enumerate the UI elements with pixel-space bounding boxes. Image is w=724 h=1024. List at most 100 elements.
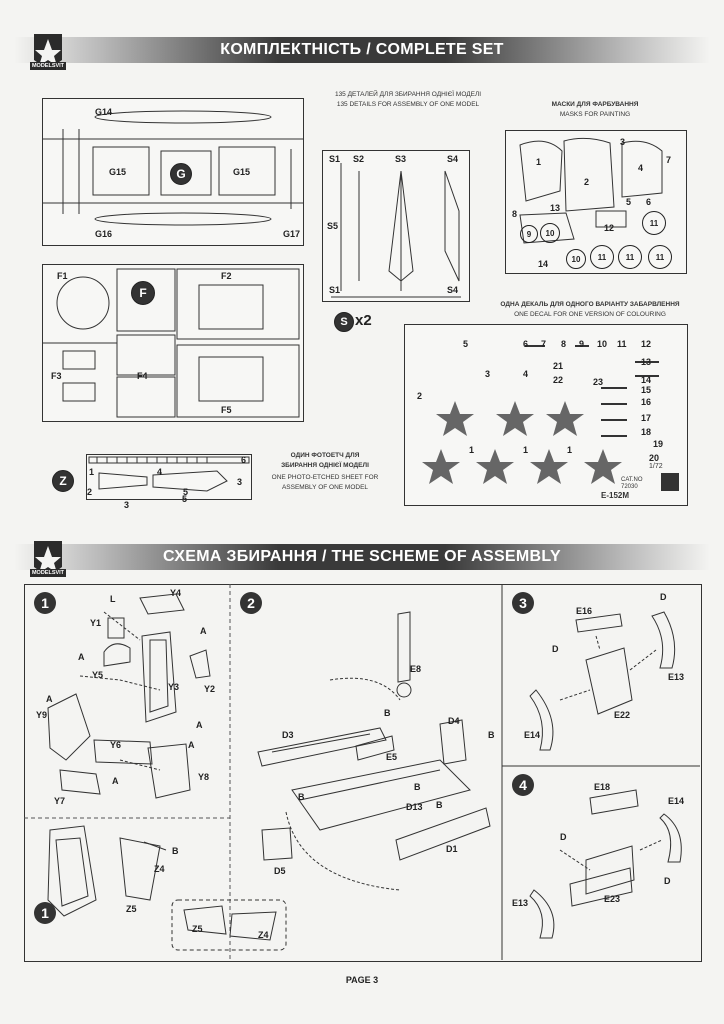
part-e5: E5	[386, 752, 398, 762]
sprue-f-badge: F	[131, 281, 155, 305]
mask-10b: 10	[566, 249, 586, 269]
pe-text-ua-1: ОДИН ФОТОЕТЧ ДЛЯ	[290, 452, 360, 459]
glue-b-2c: B	[298, 792, 305, 802]
decal-9: 9	[579, 339, 585, 349]
sprue-f-letter: F	[139, 286, 147, 300]
decal-20: 20	[649, 453, 660, 463]
glue-b-2a: B	[384, 708, 391, 718]
mask-11d: 11	[648, 245, 672, 269]
part-s4-top: S4	[447, 154, 459, 164]
decal-14: 14	[641, 375, 652, 385]
pe-part-3-right: 3	[237, 477, 243, 487]
part-g15-left: G15	[109, 167, 127, 177]
details-text-ua: 135 ДЕТАЛЕЙ ДЛЯ ЗБИРАННЯ ОДНІЄЇ МОДЕЛІ	[334, 91, 482, 98]
part-s1-top: S1	[329, 154, 341, 164]
decal-code: 72030	[621, 484, 638, 490]
part-e23: E23	[604, 894, 621, 904]
glue-b-2d: B	[414, 782, 421, 792]
part-s2: S2	[353, 154, 365, 164]
decal-aircraft-name: E-152M	[601, 491, 630, 500]
decal-4: 4	[523, 369, 529, 379]
part-f2: F2	[221, 271, 232, 281]
pe-badge: Z	[52, 470, 74, 492]
glue-b-2e: B	[436, 800, 443, 810]
decal-1c: 1	[567, 445, 573, 455]
decal-6: 6	[523, 339, 529, 349]
part-d4: D4	[448, 716, 460, 726]
part-y8: Y8	[198, 772, 210, 782]
glue-a-3: A	[46, 694, 53, 704]
glue-a-5: A	[112, 776, 119, 786]
assembly-frame	[24, 584, 702, 962]
part-e8: E8	[410, 664, 422, 674]
mask-10a: 10	[540, 223, 560, 243]
part-s1-bottom: S1	[329, 285, 341, 295]
decal-8: 8	[561, 339, 567, 349]
sprue-s-badge: S	[334, 312, 354, 332]
mask-4: 4	[638, 163, 644, 173]
mask-11d-num: 11	[655, 252, 665, 262]
step-4-num: 4	[519, 777, 527, 793]
decal-5: 5	[463, 339, 469, 349]
decal-scale: 1/72	[649, 463, 663, 470]
mask-10b-num: 10	[571, 254, 581, 264]
part-g14: G14	[95, 107, 113, 117]
part-s4-bottom: S4	[447, 285, 459, 295]
part-y7: Y7	[54, 796, 66, 806]
modelsvit-logo-bottom: MODELSVIT	[30, 537, 66, 581]
decal-16: 16	[641, 397, 652, 407]
mask-5: 5	[626, 197, 632, 207]
mask-8: 8	[512, 209, 518, 219]
mask-9: 9	[520, 225, 538, 243]
complete-set-banner: КОМПЛЕКТНІСТЬ / COMPLETE SET	[14, 37, 710, 63]
pe-part-2: 2	[87, 487, 93, 497]
part-g15-right: G15	[233, 167, 251, 177]
part-y9: Y9	[36, 710, 48, 720]
mask-sheet: 1 2 3 4 5 6 7 8 9 10 10 11 11 11 11 12 1…	[505, 130, 687, 274]
sprue-s-multiplier: x2	[355, 312, 372, 329]
mask-13: 13	[550, 203, 561, 213]
glue-d-3a: D	[552, 644, 559, 654]
step-2-num: 2	[247, 595, 255, 611]
glue-a-2: A	[78, 652, 85, 662]
decal-catno: CAT.NO	[621, 477, 643, 483]
decal-3: 3	[485, 369, 491, 379]
part-d13: D13	[406, 802, 423, 812]
masks-text-ua: МАСКИ ДЛЯ ФАРБУВАННЯ	[551, 101, 639, 108]
mask-1: 1	[536, 157, 542, 167]
glue-a-1: A	[200, 626, 207, 636]
glue-a-6: A	[188, 740, 195, 750]
decal-sheet: 5 6 7 8 9 10 11 12 13 14 15 16 17 18 19 …	[404, 324, 688, 506]
logo-text-bottom: MODELSVIT	[31, 570, 65, 576]
decal-13: 13	[641, 357, 652, 367]
step-1-badge: 1	[34, 592, 56, 614]
part-z5-detail: Z5	[192, 924, 203, 934]
part-d3: D3	[282, 730, 294, 740]
pe-part-5-bottom: 5	[182, 494, 188, 504]
part-e13-s4: E13	[512, 898, 529, 908]
part-g17: G17	[283, 229, 301, 239]
part-y3: Y3	[168, 682, 180, 692]
mask-11a: 11	[642, 211, 666, 235]
glue-d-3b: D	[660, 592, 667, 602]
assembly-title: СХЕМА ЗБИРАННЯ / THE SCHEME OF ASSEMBLY	[163, 548, 561, 565]
part-s3: S3	[395, 154, 407, 164]
mask-12: 12	[604, 223, 615, 233]
glue-d-4b: D	[664, 876, 671, 886]
sprue-g: G G14 G15 G15 G16 G17	[42, 98, 304, 246]
part-y2: Y2	[204, 684, 216, 694]
sprue-g-letter: G	[176, 167, 186, 181]
part-y4: Y4	[170, 588, 182, 598]
decal-11: 11	[617, 339, 627, 349]
part-l: L	[110, 594, 116, 604]
part-z4-main: Z4	[154, 864, 165, 874]
sprue-g-badge: G	[170, 163, 192, 185]
part-f3: F3	[51, 371, 62, 381]
part-e22: E22	[614, 710, 631, 720]
pe-part-6: 6	[241, 455, 247, 465]
mask-3: 3	[620, 137, 626, 147]
part-f5: F5	[221, 405, 232, 415]
